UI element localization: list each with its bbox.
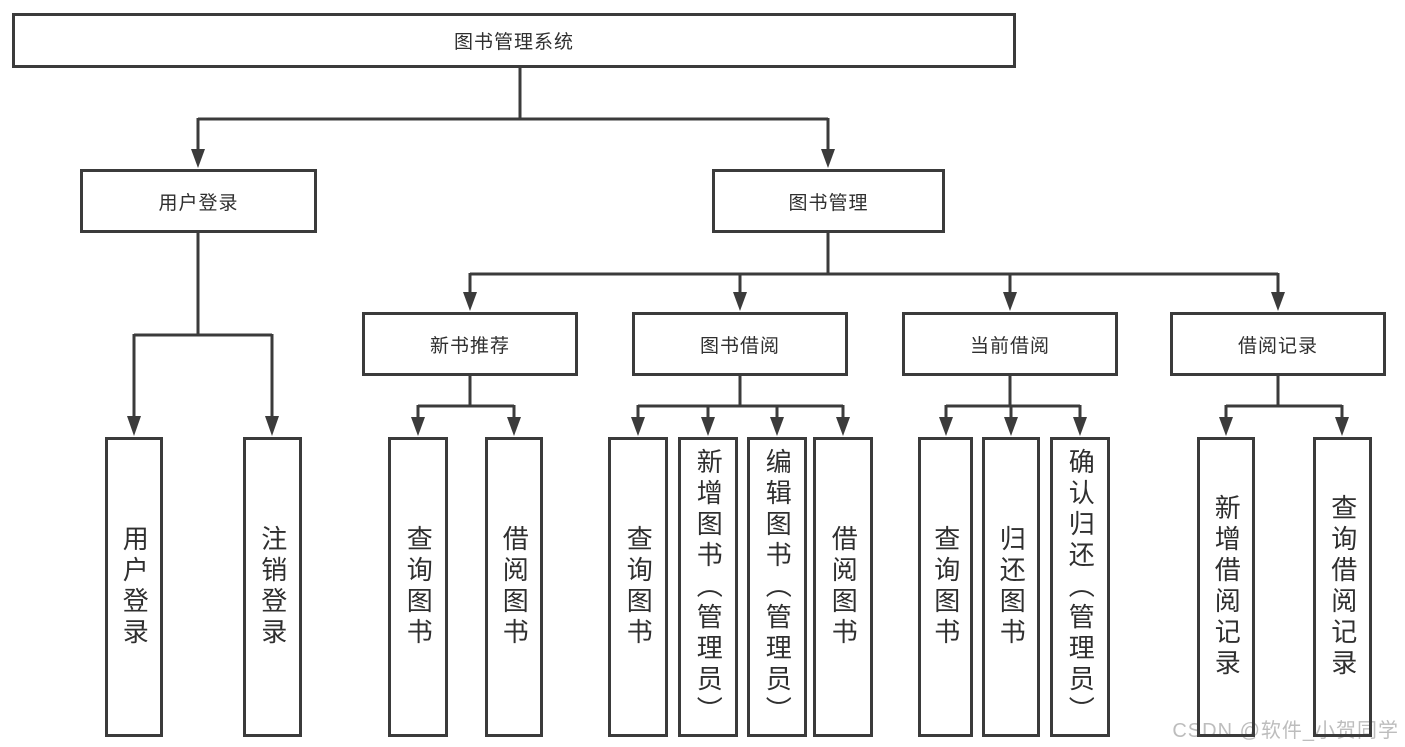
- leaf-add-record: 新增借阅记录: [1197, 437, 1255, 737]
- node-book-mgmt: 图书管理: [712, 169, 945, 233]
- connector-book-borrow-children: [631, 376, 850, 436]
- node-current-borrow-label: 当前借阅: [969, 335, 1050, 357]
- leaf-query-books-1: 查询图书: [388, 437, 448, 737]
- leaf-borrow-books-2: 借阅图书: [813, 437, 873, 737]
- connector-book-mgmt-to-level3: [463, 233, 1285, 311]
- leaf-query-books-2-label: 查询图书: [623, 525, 654, 649]
- leaf-borrow-books-1-label: 借阅图书: [499, 525, 530, 649]
- leaf-query-record-label: 查询借阅记录: [1327, 494, 1358, 680]
- leaf-logout: 注销登录: [243, 437, 302, 737]
- leaf-add-books-label: 新增图书（管理员）: [693, 447, 724, 727]
- leaf-user-login: 用户登录: [105, 437, 163, 737]
- node-root: 图书管理系统: [12, 13, 1016, 68]
- connector-current-borrow-children: [939, 376, 1087, 436]
- leaf-confirm-return-label: 确认归还（管理员）: [1065, 447, 1096, 727]
- leaf-return-books-label: 归还图书: [996, 525, 1027, 649]
- leaf-query-books-3-label: 查询图书: [930, 525, 961, 649]
- leaf-query-books-2: 查询图书: [608, 437, 668, 737]
- connector-new-book-rec-children: [411, 376, 521, 436]
- connector-root-to-level2: [191, 68, 835, 168]
- leaf-borrow-books-2-label: 借阅图书: [828, 525, 859, 649]
- node-book-mgmt-label: 图书管理: [788, 192, 869, 214]
- leaf-query-books-3: 查询图书: [918, 437, 973, 737]
- node-user-login-label: 用户登录: [158, 192, 239, 214]
- node-book-borrow-label: 图书借阅: [699, 335, 780, 357]
- watermark: CSDN @软件_小贺同学: [1172, 720, 1399, 742]
- node-book-borrow: 图书借阅: [632, 312, 848, 376]
- leaf-add-record-label: 新增借阅记录: [1211, 494, 1242, 680]
- leaf-return-books: 归还图书: [982, 437, 1040, 737]
- connector-user-login-children: [127, 233, 279, 436]
- leaf-query-books-1-label: 查询图书: [403, 525, 434, 649]
- node-borrow-records: 借阅记录: [1170, 312, 1386, 376]
- leaf-borrow-books-1: 借阅图书: [485, 437, 543, 737]
- leaf-add-books: 新增图书（管理员）: [678, 437, 738, 737]
- node-new-book-rec: 新书推荐: [362, 312, 578, 376]
- leaf-confirm-return: 确认归还（管理员）: [1050, 437, 1110, 737]
- node-borrow-records-label: 借阅记录: [1237, 335, 1318, 357]
- node-root-label: 图书管理系统: [453, 32, 574, 53]
- leaf-user-login-label: 用户登录: [119, 525, 150, 649]
- leaf-logout-label: 注销登录: [257, 525, 288, 649]
- node-current-borrow: 当前借阅: [902, 312, 1118, 376]
- leaf-edit-books: 编辑图书（管理员）: [747, 437, 807, 737]
- leaf-edit-books-label: 编辑图书（管理员）: [762, 447, 793, 727]
- node-new-book-rec-label: 新书推荐: [429, 335, 510, 357]
- node-user-login: 用户登录: [80, 169, 317, 233]
- connector-borrow-records-children: [1219, 376, 1349, 436]
- leaf-query-record: 查询借阅记录: [1313, 437, 1372, 737]
